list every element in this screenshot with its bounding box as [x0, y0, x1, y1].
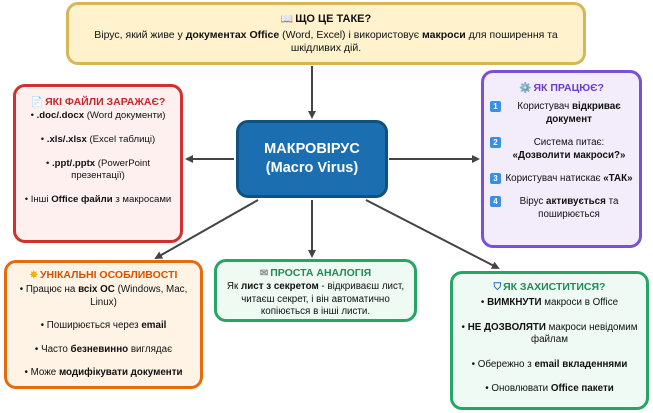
list-item: • Інші Office файли з макросами	[24, 194, 172, 205]
how-it-works-title: ⚙️ЯК ПРАЦЮЄ?	[519, 82, 604, 94]
list-item: • Працює на всіх ОС (Windows, Mac, Linux…	[19, 284, 188, 308]
simple-analogy-text: Як лист з секретом - відкриваєш лист, чи…	[226, 281, 405, 317]
what-is-it-box: 📖ЩО ЦЕ ТАКЕ? Вірус, який живе у документ…	[66, 2, 586, 65]
step-number-icon: 3	[490, 173, 501, 184]
infected-files-title: 📄ЯКІ ФАЙЛИ ЗАРАЖАЄ?	[30, 96, 166, 108]
list-item: • Обережно з email вкладеннями	[471, 358, 628, 370]
shield-icon: ⛉	[493, 282, 502, 293]
list-item: • Оновлювати Office пакети	[485, 383, 614, 394]
step-item: 4 Вірус активується та поширюється	[490, 195, 633, 221]
what-is-it-text: Вірус, який живе у документах Office (Wo…	[94, 29, 558, 54]
how-it-works-box: ⚙️ЯК ПРАЦЮЄ? 1 Користувач відкриває доку…	[481, 70, 642, 248]
list-item: • .doc/.docx (Word документи)	[30, 110, 166, 121]
how-to-protect-title: ⛉ЯК ЗАХИСТИТИСЯ?	[493, 281, 606, 293]
envelope-icon: ✉	[259, 268, 269, 279]
book-icon: 📖	[280, 14, 294, 25]
step-item: 1 Користувач відкриває документ	[490, 100, 633, 126]
macro-virus-node: МАКРОВІРУС (Macro Virus)	[236, 120, 388, 198]
infected-files-box: 📄ЯКІ ФАЙЛИ ЗАРАЖАЄ? • .doc/.docx (Word д…	[13, 84, 183, 243]
star-icon: ✸	[29, 270, 38, 281]
step-number-icon: 4	[490, 196, 501, 207]
list-item: • .ppt/.pptx (PowerPoint презентації)	[45, 158, 151, 181]
arrow-center-to-protect	[365, 199, 500, 269]
unique-features-box: ✸УНІКАЛЬНІ ОСОБЛИВОСТІ • Працює на всіх …	[4, 260, 203, 389]
list-item: • ВИМКНУТИ макроси в Office	[480, 297, 619, 308]
gear-icon: ⚙️	[519, 83, 532, 94]
list-item: • .xls/.xlsx (Excel таблиці)	[40, 134, 156, 145]
unique-features-title: ✸УНІКАЛЬНІ ОСОБЛИВОСТІ	[29, 269, 178, 281]
step-item: 3 Користувач натискає «ТАК»	[490, 172, 633, 185]
arrow-center-to-uniq	[154, 199, 259, 259]
center-title: МАКРОВІРУС	[264, 141, 360, 157]
list-item: • НЕ ДОЗВОЛЯТИ макроси невідомим файлам	[461, 321, 638, 346]
document-icon: 📄	[30, 97, 44, 108]
step-number-icon: 2	[490, 137, 501, 148]
how-to-protect-box: ⛉ЯК ЗАХИСТИТИСЯ? • ВИМКНУТИ макроси в Of…	[450, 271, 649, 410]
simple-analogy-title: ✉ПРОСТА АНАЛОГІЯ	[259, 267, 372, 279]
list-item: • Може модифікувати документи	[24, 367, 183, 378]
step-number-icon: 1	[490, 101, 501, 112]
what-is-it-title: 📖ЩО ЦЕ ТАКЕ?	[280, 13, 372, 25]
center-subtitle: (Macro Virus)	[265, 160, 359, 176]
list-item: • Поширюється через email	[40, 320, 167, 331]
simple-analogy-box: ✉ПРОСТА АНАЛОГІЯ Як лист з секретом - ві…	[214, 259, 417, 322]
list-item: • Часто безневинно виглядає	[34, 343, 173, 355]
step-item: 2 Система питає: «Дозволити макроси?»	[490, 136, 633, 162]
